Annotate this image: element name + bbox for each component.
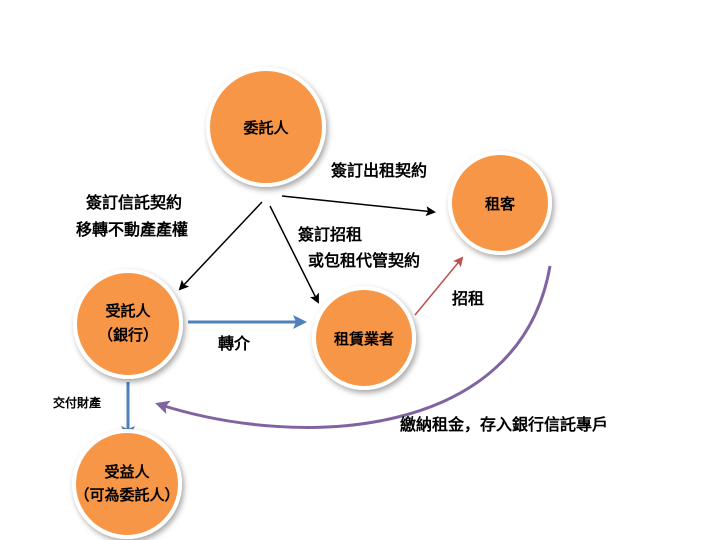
node-trustor-label: 委託人 [243, 119, 289, 137]
node-beneficiary-label-line2: （可為委託人） [74, 486, 179, 504]
edge-labels: 簽訂出租契約 簽訂信託契約 移轉不動產產權 簽訂招租 或包租代管契約 招租 轉介… [53, 161, 608, 434]
node-trustor: 委託人 [206, 67, 326, 187]
node-beneficiary: 受益人 （可為委託人） [72, 429, 182, 539]
edge-label-sign-rental-line1: 簽訂招租 [297, 225, 362, 244]
arrow-trustor-to-tenant [281, 195, 436, 217]
node-trustee: 受託人 （銀行） [73, 269, 183, 379]
arrow-tenant-to-trustee [155, 265, 552, 429]
edge-label-sign-trust-line2: 移轉不動產產權 [76, 220, 188, 239]
arrows [121, 195, 552, 440]
node-leasing-agent-circle [312, 286, 416, 390]
node-tenant-circle [448, 151, 552, 255]
node-trustor-circle [206, 67, 326, 187]
edge-label-sign-rental-line2: 或包租代管契約 [308, 251, 420, 270]
edge-label-sign-trust-line1: 簽訂信託契約 [85, 193, 182, 212]
edge-label-sign-lease: 簽訂出租契約 [330, 161, 427, 180]
arrow-trustor-to-trustee [178, 201, 263, 291]
node-trustee-label-line1: 受託人 [105, 302, 151, 320]
node-tenant: 租客 [448, 151, 552, 255]
arrow-trustor-to-leasing-agent [269, 205, 319, 304]
edge-label-pay-rent: 繳納租金，存入銀行信託專戶 [400, 415, 608, 434]
node-leasing-agent: 租賃業者 [312, 286, 416, 390]
node-tenant-label: 租客 [485, 195, 516, 213]
edge-label-referral: 轉介 [218, 334, 251, 353]
node-beneficiary-circle [72, 429, 182, 539]
node-beneficiary-label-line1: 受益人 [104, 463, 150, 481]
edge-label-recruit: 招租 [452, 289, 484, 308]
node-leasing-agent-label: 租賃業者 [334, 330, 394, 348]
node-trustee-label-line2: （銀行） [98, 326, 158, 344]
arrow-leasing-agent-to-tenant [414, 256, 464, 316]
node-trustee-circle [73, 269, 183, 379]
edge-label-deliver-property: 交付財產 [53, 395, 101, 410]
